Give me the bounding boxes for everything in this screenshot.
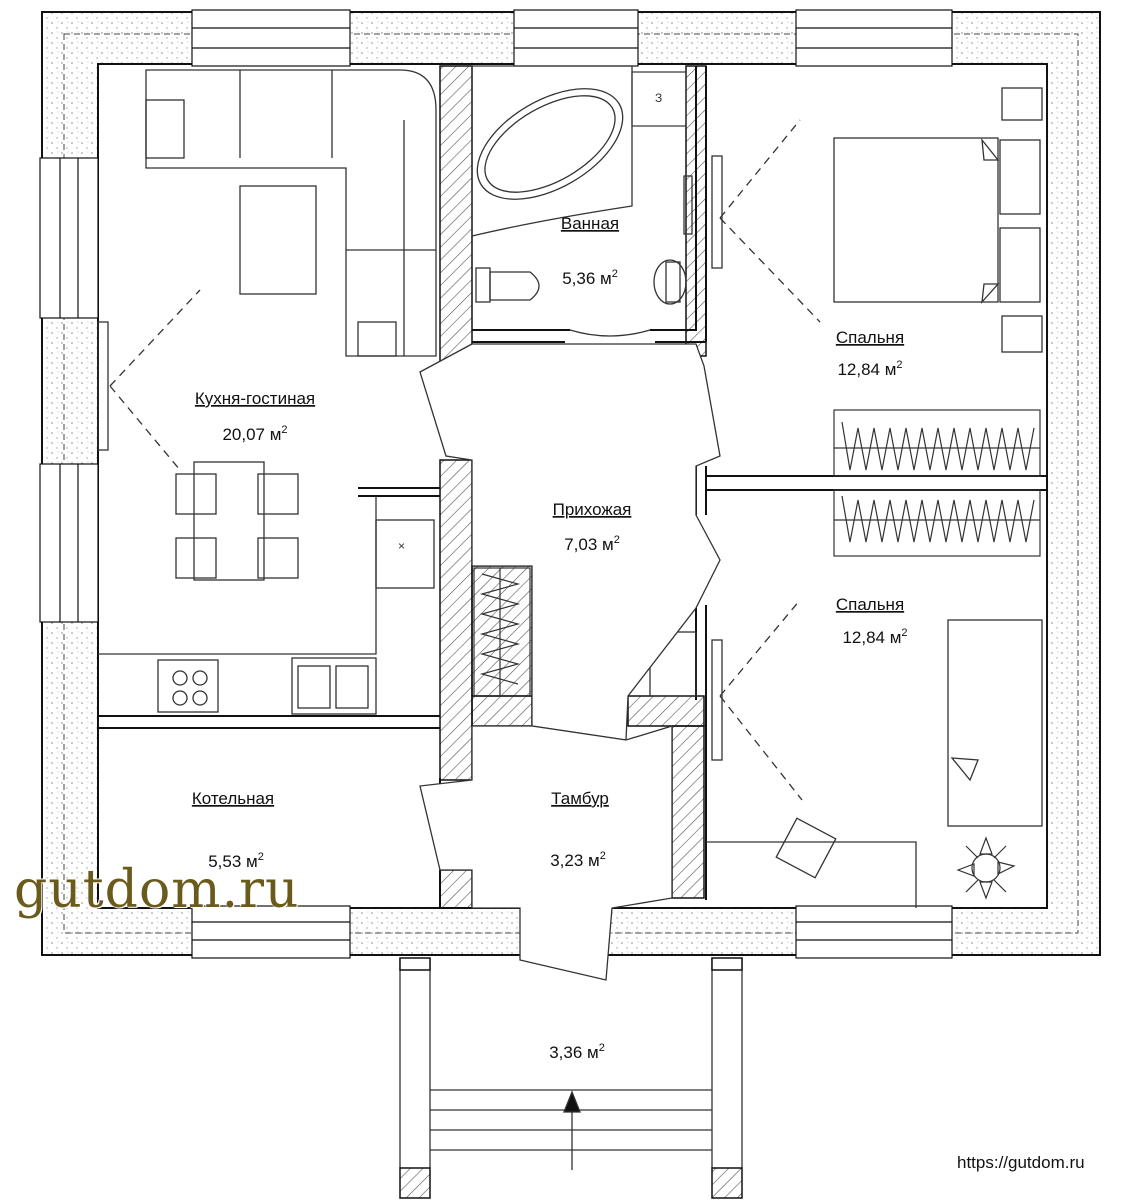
bathroom-name: Ванная xyxy=(561,214,619,233)
vestibule-area: 3,23 м2 xyxy=(550,850,606,870)
bathtub xyxy=(471,65,633,237)
bath-door xyxy=(569,175,693,337)
interior-walls xyxy=(439,65,707,909)
bedroom-bottom-name: Спальня xyxy=(836,595,904,614)
porch-area: 3,36 м2 xyxy=(549,1042,605,1062)
bath-mark: З xyxy=(655,91,662,105)
bedroom-top-name: Спальня xyxy=(836,328,904,347)
living-kitchen-area: 20,07 м2 xyxy=(222,424,287,444)
watermark-logo: gutdom.ru xyxy=(14,860,300,920)
boiler-room-name: Котельная xyxy=(192,789,274,808)
desk-and-chair xyxy=(706,817,917,908)
single-bed xyxy=(947,619,1043,827)
hallway-area: 7,03 м2 xyxy=(564,534,620,554)
toilet xyxy=(475,259,687,305)
plant-icon xyxy=(956,836,1016,900)
porch xyxy=(399,958,743,1170)
hallway-shape xyxy=(419,343,721,741)
coffee-table xyxy=(239,185,317,295)
site-url-link[interactable]: https://gutdom.ru xyxy=(957,1153,1085,1172)
top-bedroom-window xyxy=(711,119,821,323)
wardrobe-top xyxy=(833,409,1041,477)
bedroom-bottom-area: 12,84 м2 xyxy=(842,627,907,647)
windows xyxy=(39,9,953,959)
porch-front-steps xyxy=(399,957,743,971)
double-bed xyxy=(833,87,1043,353)
corner-sofa xyxy=(145,69,437,357)
stove-mark: × xyxy=(398,539,405,553)
exterior-wall xyxy=(41,11,1101,956)
wardrobe-bottom xyxy=(833,489,1041,557)
kitchen-counter xyxy=(98,496,435,715)
living-window-door xyxy=(97,289,201,471)
bathroom-area: 5,36 м2 xyxy=(562,268,618,288)
living-kitchen-name: Кухня-гостиная xyxy=(195,389,315,408)
porch-columns xyxy=(399,1167,743,1199)
bedroom-top-area: 12,84 м2 xyxy=(837,359,902,379)
dining-set xyxy=(175,461,299,581)
hall-wardrobe xyxy=(473,567,531,697)
boiler-room-area: 5,53 м2 xyxy=(208,851,264,871)
hallway-name: Прихожая xyxy=(553,500,632,519)
vestibule-shape xyxy=(419,725,673,981)
vestibule-name: Тамбур xyxy=(551,789,609,808)
bath-cabinet xyxy=(631,71,687,127)
